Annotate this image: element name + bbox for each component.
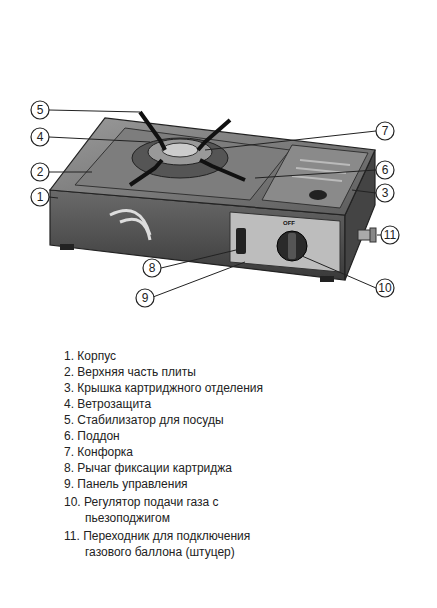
drip-tray (75, 128, 290, 200)
callout-number: 8 (144, 260, 160, 276)
lid-ribs (292, 160, 350, 181)
callout-number: 11 (382, 227, 398, 243)
legend-item: 2. Верхняя часть плиты (64, 364, 196, 380)
callout-number: 4 (32, 129, 48, 145)
callout-number: 7 (377, 123, 393, 139)
foot (320, 276, 334, 282)
legend-item: 3. Крышка картриджного отделения (64, 380, 263, 396)
lever (236, 228, 246, 254)
legend-item: 6. Поддон (64, 428, 120, 444)
hole (309, 190, 327, 200)
callout-circles (31, 101, 399, 307)
legend-item: 4. Ветрозащита (64, 396, 151, 412)
callout-number: 5 (32, 102, 48, 118)
foot (60, 244, 74, 250)
legend-item: 9. Панель управления (64, 476, 188, 492)
callout-number: 1 (32, 189, 48, 205)
pot-support (130, 112, 245, 185)
legend-item: 10. Регулятор подачи газа с пьезоподжиго… (64, 494, 253, 526)
legend-item: 8. Рычаг фиксации картриджа (64, 460, 232, 476)
callout-number: 10 (377, 280, 393, 296)
legend-item: 1. Корпус (64, 348, 116, 364)
fitting-nut (370, 228, 376, 242)
legend-item: 11. Переходник для подключения газового … (64, 528, 297, 560)
decor (110, 211, 150, 241)
legend-item: 7. Конфорка (64, 444, 133, 460)
burner-cap (162, 143, 198, 157)
callout-number: 9 (137, 290, 153, 306)
legend-item: 5. Стабилизатор для посуды (64, 412, 224, 428)
callout-number: 3 (377, 185, 393, 201)
knob-marking: OFF (283, 220, 295, 227)
knob-grip (288, 233, 296, 259)
callout-number: 2 (32, 164, 48, 180)
callout-number: 6 (377, 162, 393, 178)
leader-lines (49, 110, 381, 297)
control-panel (230, 212, 340, 272)
